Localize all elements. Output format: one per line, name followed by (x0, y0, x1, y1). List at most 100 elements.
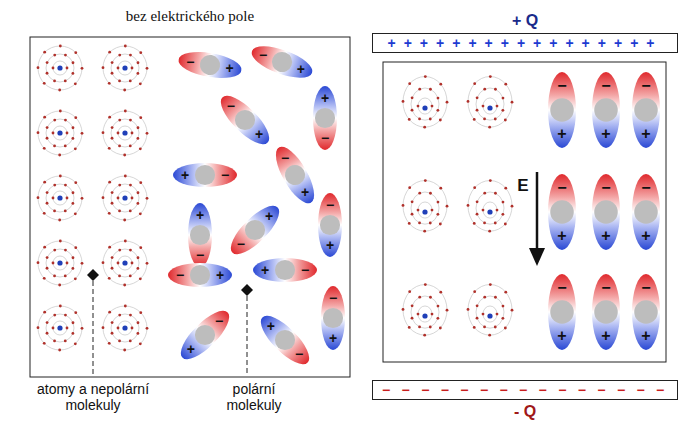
charge-sign: − (641, 180, 650, 196)
electron (423, 126, 426, 129)
leader-dot (87, 269, 99, 281)
electron-orbit (53, 191, 67, 205)
electron (446, 309, 449, 312)
electron (476, 317, 479, 320)
electron (53, 79, 56, 82)
dipole-body (176, 48, 243, 83)
charge-sign: − (329, 291, 337, 305)
electron (483, 192, 486, 195)
electron (124, 45, 127, 48)
electron (74, 116, 77, 119)
electron-orbit (111, 54, 139, 82)
charge-sign: − (221, 168, 229, 182)
electron-orbit (468, 285, 512, 336)
electron (129, 210, 132, 213)
electron (131, 262, 134, 265)
dipole-core (550, 300, 574, 324)
electron (483, 296, 486, 299)
electron (437, 305, 440, 308)
charge-sign: − (601, 280, 610, 296)
polar-molecule: −+ (173, 163, 237, 187)
electron (118, 79, 121, 82)
leader-dot (241, 284, 253, 296)
electron-orbit (476, 88, 504, 120)
electron (53, 249, 56, 252)
nucleus (422, 105, 427, 110)
polar-molecule: −+ (321, 286, 345, 350)
electron (64, 340, 67, 343)
electron (423, 334, 426, 337)
electron (436, 317, 439, 320)
electron (58, 349, 61, 352)
electron-orbit (111, 119, 139, 147)
electron-orbit (46, 249, 74, 277)
electron (446, 205, 449, 208)
electron (424, 283, 427, 286)
dipole-body (248, 40, 316, 84)
electron (71, 137, 74, 140)
electron-orbit (53, 256, 67, 270)
charge-sign: − (601, 180, 610, 196)
charge-sign: − (557, 78, 566, 94)
charge-sign: − (215, 314, 223, 328)
electron (402, 204, 405, 207)
electron (473, 82, 476, 85)
electron (482, 209, 485, 212)
charge-sign: − (176, 268, 184, 282)
electron (502, 305, 505, 308)
charge-sign: + (301, 185, 309, 199)
electron-orbit (46, 54, 74, 82)
electron (118, 54, 121, 57)
electron (118, 274, 121, 277)
charge-sign: + (255, 127, 263, 141)
atom (402, 283, 449, 336)
dipole-body (254, 309, 316, 371)
electron (108, 181, 111, 184)
electron (66, 197, 69, 200)
electron (43, 181, 46, 184)
electron (123, 219, 126, 222)
electron-orbit (111, 184, 139, 212)
electron (71, 72, 74, 75)
electron (473, 290, 476, 293)
electron (46, 61, 49, 64)
polar-molecule: −+ (188, 203, 212, 267)
electron (408, 118, 411, 121)
dipole-shape (174, 304, 236, 366)
electron (37, 131, 40, 134)
dipole-core (269, 49, 295, 75)
electron (476, 304, 479, 307)
charge-sign: − (326, 198, 334, 212)
leader-line (247, 296, 248, 376)
electron-orbit (103, 176, 147, 220)
electron-orbit (118, 126, 132, 140)
leader-line (93, 281, 94, 376)
electron-orbit (103, 306, 147, 350)
electron-orbit (46, 119, 74, 147)
electron (64, 249, 67, 252)
electron (71, 332, 74, 335)
polar-molecule: −+ (632, 72, 660, 148)
electron (429, 88, 432, 91)
electron (53, 314, 56, 317)
nucleus (57, 130, 62, 135)
dipole-core (323, 308, 343, 328)
electron-orbit (403, 77, 447, 128)
electron (111, 267, 114, 270)
dipole-body (592, 174, 620, 250)
electron (136, 72, 139, 75)
electron (411, 96, 414, 99)
electron (137, 321, 140, 324)
electron (58, 219, 61, 222)
electron (139, 116, 142, 119)
electron (118, 339, 121, 342)
dipole-shape (214, 89, 276, 151)
electron (81, 132, 84, 135)
electron-orbit (53, 126, 67, 140)
electron (74, 277, 77, 280)
dipole-shape (269, 141, 322, 208)
electron (118, 144, 121, 147)
polar-molecule: −+ (174, 304, 236, 366)
electron (43, 116, 46, 119)
electron-orbit (103, 111, 147, 155)
